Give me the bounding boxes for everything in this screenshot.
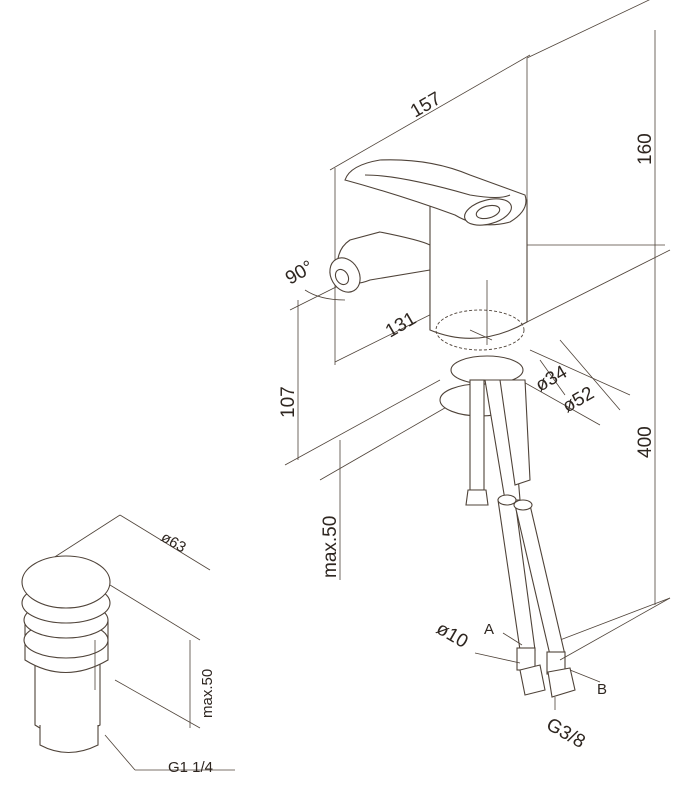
swivel-angle-label: 90° (282, 257, 317, 290)
hose-b-label: B (597, 681, 607, 698)
base-diameter-inner-label: ø34 (532, 362, 571, 397)
max-thickness-label: max.50 (320, 516, 341, 578)
drain-thread-label: G1 1/4 (168, 759, 213, 776)
hose-a-label: A (484, 621, 494, 638)
spout-height-label: 107 (278, 386, 299, 418)
dimension-lines (284, 0, 671, 641)
drain-max-thickness-label: max.50 (199, 669, 216, 718)
spout-length-label: 157 (407, 88, 445, 122)
faucet (329, 159, 671, 710)
pop-up-drain (21, 514, 235, 771)
spout-reach-label: 131 (382, 308, 420, 342)
hose-length-label: 400 (635, 426, 656, 458)
drain-cap-diameter-label: ø63 (158, 529, 189, 557)
base-diameter-outer-label: ø52 (559, 383, 598, 418)
hose-diameter-label: ø10 (433, 618, 472, 653)
hose-thread-label: G3/8 (543, 714, 589, 753)
faucet-height-label: 160 (635, 133, 656, 165)
